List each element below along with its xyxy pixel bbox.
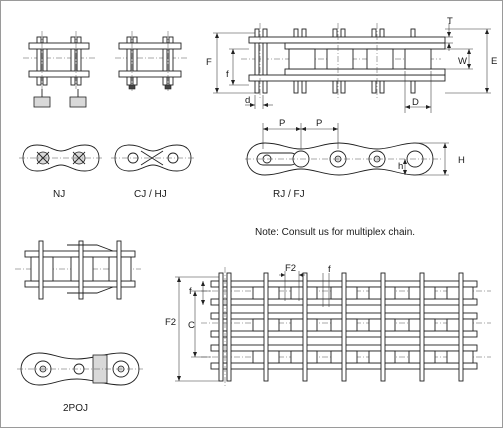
twopoj-side-view xyxy=(17,352,143,386)
dim-label-D: D xyxy=(412,97,419,108)
multiplex-dimensions xyxy=(175,271,335,382)
dim-label-P2: P xyxy=(316,118,322,129)
multiplex-chain-top-view xyxy=(201,267,491,387)
cjhj-top-view xyxy=(115,31,189,91)
dim-label-P1: P xyxy=(279,118,285,129)
dim-label-H: H xyxy=(458,155,465,166)
dim-label-f-left: f xyxy=(189,286,192,297)
caption-nj: NJ xyxy=(53,189,65,200)
twopoj-top-view xyxy=(15,240,141,300)
dim-label-E: E xyxy=(491,56,497,67)
cjhj-side-view xyxy=(111,144,195,172)
caption-rjfj: RJ / FJ xyxy=(273,189,305,200)
dim-label-F: F xyxy=(206,57,212,68)
dim-label-h: h xyxy=(398,161,403,172)
side-view-dimensions xyxy=(262,123,449,176)
dim-label-F2-left: F2 xyxy=(165,317,176,328)
nj-side-view xyxy=(19,144,103,172)
caption-cjhj: CJ / HJ xyxy=(134,189,167,200)
caption-2poj: 2POJ xyxy=(63,403,88,414)
top-view-dimensions xyxy=(213,23,491,113)
dim-label-F2-top: F2 xyxy=(285,263,296,274)
dim-label-W: W xyxy=(458,56,467,67)
dim-label-f: f xyxy=(226,69,229,80)
dim-label-C: C xyxy=(188,320,195,331)
dim-label-T: T xyxy=(447,16,453,27)
nj-top-view xyxy=(23,31,97,108)
chain-top-view xyxy=(241,23,446,99)
multiplex-note: Note: Consult us for multiplex chain. xyxy=(255,227,415,238)
dim-label-d: d xyxy=(245,95,250,106)
rjfj-side-view xyxy=(245,142,441,176)
dim-label-f-mid: f xyxy=(328,264,331,275)
